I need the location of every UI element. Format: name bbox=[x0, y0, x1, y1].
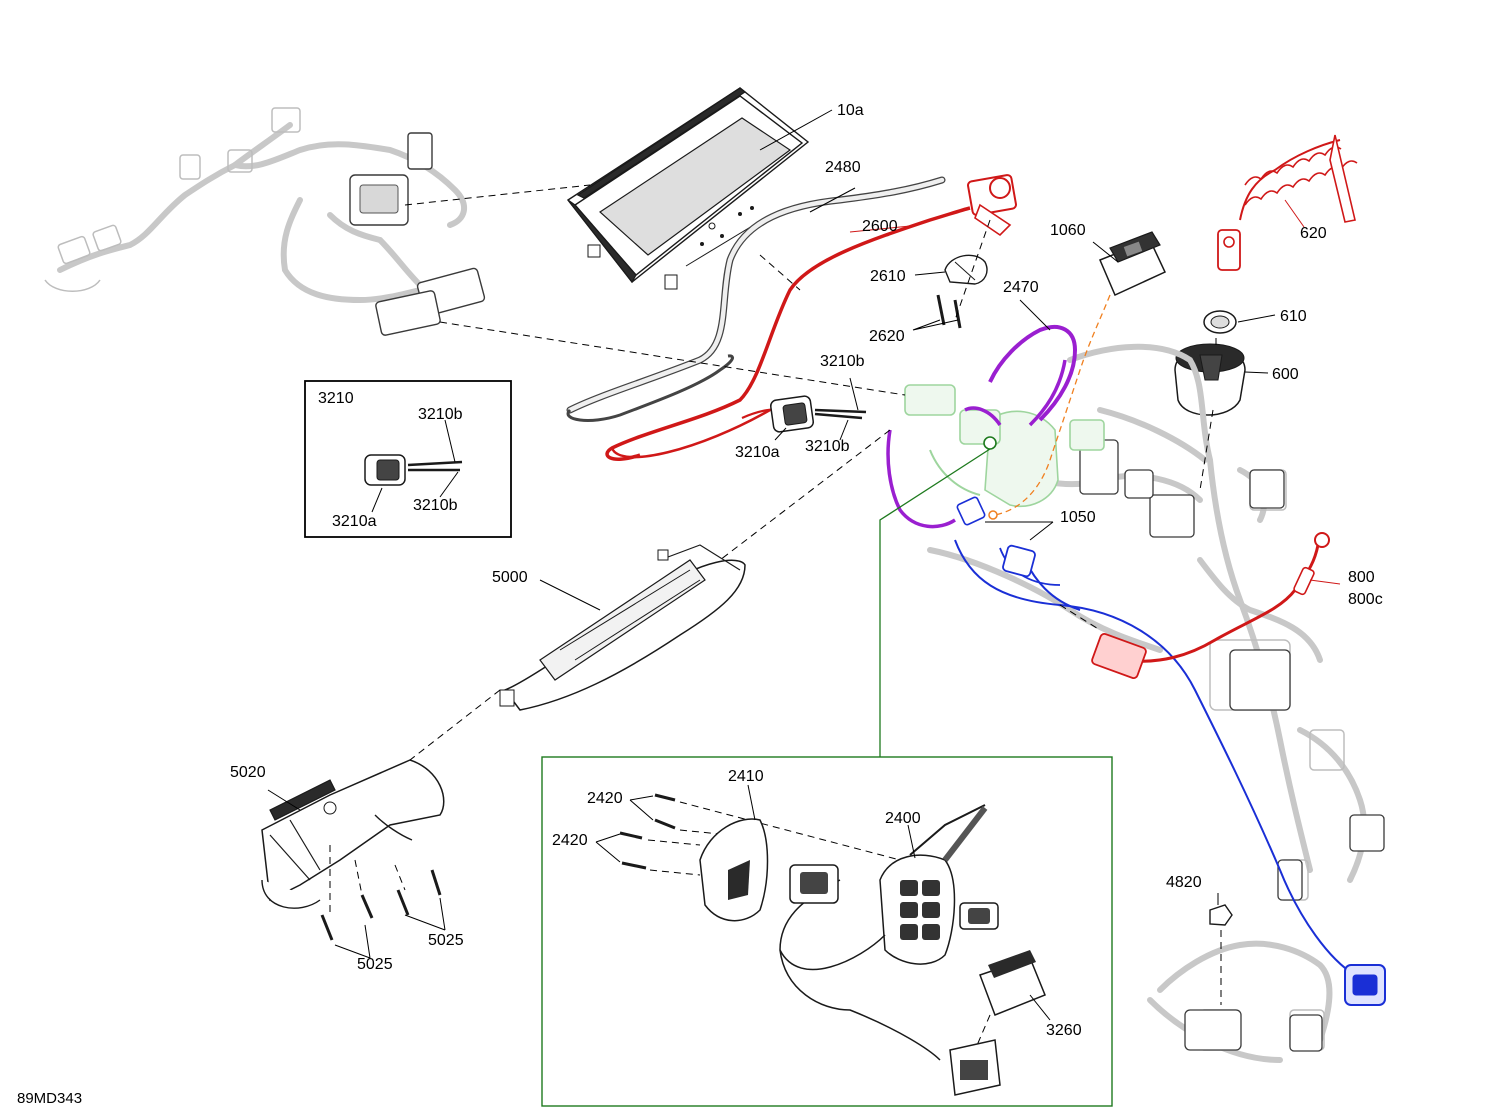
lanyard-620-part bbox=[1217, 134, 1358, 271]
inset-3210-title: 3210 bbox=[318, 390, 354, 407]
purple-harness-2470 bbox=[886, 324, 1078, 529]
callout-3210a: 3210a bbox=[735, 444, 780, 461]
blue-harness-1050 bbox=[954, 496, 1386, 1006]
callout-2610: 2610 bbox=[870, 268, 906, 285]
assembly-dashed-lines bbox=[329, 184, 1217, 915]
callout-800c: 800c bbox=[1348, 591, 1383, 608]
harness-connector bbox=[375, 290, 441, 336]
inset-callout-3210b-top: 3210b bbox=[418, 406, 463, 423]
ghost-harness-top-left bbox=[44, 107, 486, 336]
ghost-harness-right bbox=[927, 343, 1385, 1063]
figure-code: 89MD343 bbox=[17, 1090, 82, 1107]
callout-10a: 10a bbox=[837, 102, 864, 119]
callout-5025-right: 5025 bbox=[428, 932, 464, 949]
callout-600: 600 bbox=[1272, 366, 1299, 383]
harness-connector bbox=[407, 132, 433, 170]
callout-610: 610 bbox=[1280, 308, 1307, 325]
red-cable-800 bbox=[1091, 532, 1330, 680]
ghost-switch-assembly-green bbox=[904, 384, 1105, 507]
clip-2610-part bbox=[944, 254, 988, 285]
cable-2480-part bbox=[566, 176, 946, 422]
red-harness-2600 bbox=[605, 174, 1017, 461]
inset-callout-2420-top: 2420 bbox=[587, 790, 623, 807]
ring-610-part bbox=[1203, 310, 1237, 334]
switch-1060-part bbox=[1099, 231, 1166, 297]
connector-3210a-part bbox=[769, 395, 867, 433]
green-leader-line bbox=[879, 448, 991, 757]
callout-2470: 2470 bbox=[1003, 279, 1039, 296]
inset-callout-3210b-bottom: 3210b bbox=[413, 497, 458, 514]
callout-2620: 2620 bbox=[869, 328, 905, 345]
inset-3210 bbox=[304, 380, 512, 538]
callout-5020: 5020 bbox=[230, 764, 266, 781]
inset-callout-3260: 3260 bbox=[1046, 1022, 1082, 1039]
callout-620: 620 bbox=[1300, 225, 1327, 242]
callout-4820: 4820 bbox=[1166, 874, 1202, 891]
callout-leader-lines bbox=[267, 109, 1341, 1021]
inset-switch-assembly bbox=[541, 756, 1113, 1107]
callout-3210b-top: 3210b bbox=[820, 353, 865, 370]
callout-5025-left: 5025 bbox=[357, 956, 393, 973]
callout-3210b-bottom: 3210b bbox=[805, 438, 850, 455]
screws-5025-part bbox=[320, 869, 442, 941]
module-5000-part bbox=[499, 544, 746, 711]
callout-5000: 5000 bbox=[492, 569, 528, 586]
callout-800: 800 bbox=[1348, 569, 1375, 586]
nut-4820-part bbox=[1209, 904, 1233, 926]
bracket-5020-part bbox=[261, 759, 445, 909]
callout-1060: 1060 bbox=[1050, 222, 1086, 239]
inset-callout-2410: 2410 bbox=[728, 768, 764, 785]
inset-callout-3210a: 3210a bbox=[332, 513, 377, 530]
callout-2600: 2600 bbox=[862, 218, 898, 235]
callout-1050: 1050 bbox=[1060, 509, 1096, 526]
orange-dashed-line bbox=[994, 294, 1111, 516]
inset-callout-2420-bottom: 2420 bbox=[552, 832, 588, 849]
screws-2620-part bbox=[936, 294, 962, 329]
inset-callout-2400: 2400 bbox=[885, 810, 921, 827]
callout-2480: 2480 bbox=[825, 159, 861, 176]
instrument-cluster-part bbox=[566, 87, 810, 290]
